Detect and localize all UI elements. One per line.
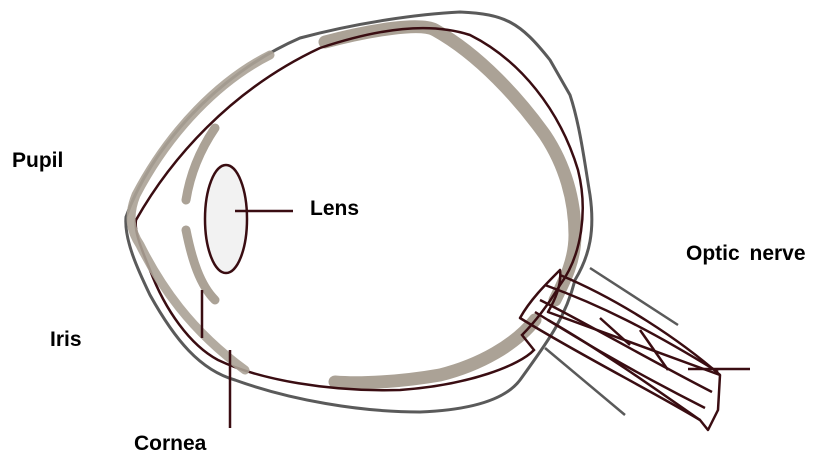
pupil-label: Pupil (12, 150, 63, 171)
iris-label: Iris (50, 329, 82, 350)
lens-label: Lens (310, 198, 359, 219)
choroid-band-upper (325, 27, 575, 300)
cornea-band (131, 55, 270, 370)
optic-nerve-bundle (520, 270, 720, 430)
cornea-label: Cornea (134, 433, 206, 454)
optic-nerve-label: Optic nerve (686, 243, 806, 264)
lens-shape (205, 165, 247, 273)
choroid-band-lower (335, 320, 535, 383)
